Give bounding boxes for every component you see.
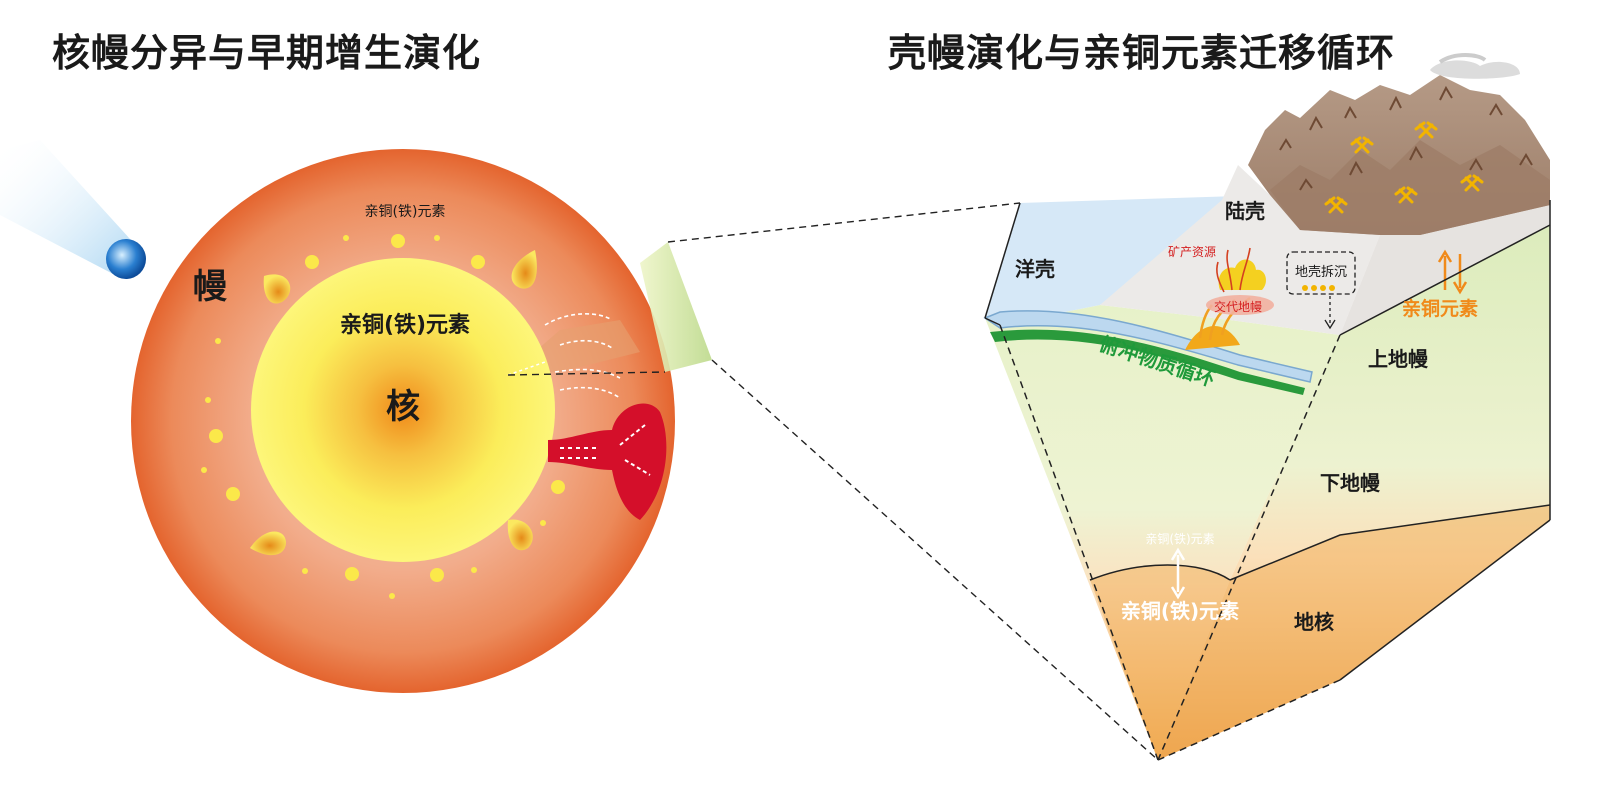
core-label: 核 xyxy=(386,387,420,427)
delamination-label: 地壳拆沉 xyxy=(1295,265,1347,280)
upper-mantle-label: 上地幔 xyxy=(1368,347,1429,371)
mine-symbols xyxy=(1324,121,1484,214)
metasomatic-mantle-label: 交代地幔 xyxy=(1214,299,1262,314)
comet-head xyxy=(106,239,146,279)
mineral-resource-plume xyxy=(1185,247,1274,350)
subducting-slab xyxy=(983,310,1313,383)
comet xyxy=(0,140,146,279)
core-mantle-boundary-right xyxy=(1229,504,1551,581)
element-dots xyxy=(201,234,565,599)
core-sphere xyxy=(251,258,555,562)
element-exchange-arrows xyxy=(1437,249,1468,295)
continental-crust-label: 陆壳 xyxy=(1225,199,1265,223)
wedge-left-face xyxy=(985,305,1340,760)
wedge-outline xyxy=(984,200,1551,761)
core-region xyxy=(1090,505,1550,760)
outer-element-label: 亲铜(铁)元素 xyxy=(365,204,446,220)
mantle-plume xyxy=(548,403,667,520)
subduction-band xyxy=(990,329,1305,395)
zoom-window xyxy=(640,242,712,372)
cmb-element-large-label: 亲铜(铁)元素 xyxy=(1121,599,1239,623)
ocean-surface xyxy=(985,196,1238,325)
right-title: 壳幔演化与亲铜元素迁移循环 xyxy=(888,31,1396,75)
projection-lines xyxy=(507,202,1159,761)
inner-element-label: 亲铜(铁)元素 xyxy=(340,312,470,338)
core-mantle-boundary-left xyxy=(1089,564,1231,581)
mountains xyxy=(1248,53,1550,235)
convection-arrows xyxy=(544,313,621,399)
cmb-element-small-label: 亲铜(铁)元素 xyxy=(1145,531,1214,546)
mineral-resources-label: 矿产资源 xyxy=(1168,245,1216,259)
left-title: 核幔分异与早期增生演化 xyxy=(52,31,482,75)
core-label-right: 地核 xyxy=(1294,610,1334,634)
element-droplets xyxy=(250,250,537,556)
continental-crust-top xyxy=(1100,165,1380,335)
wedge-right-face xyxy=(1158,225,1550,760)
delamination-zone xyxy=(1286,251,1356,330)
mantle-label: 幔 xyxy=(193,267,227,307)
ocean-crust-label: 洋壳 xyxy=(1015,257,1055,281)
chalcophile-label: 亲铜元素 xyxy=(1402,297,1478,320)
cmb-exchange-arrow xyxy=(1170,547,1186,600)
lower-mantle-label: 下地幔 xyxy=(1320,471,1381,495)
